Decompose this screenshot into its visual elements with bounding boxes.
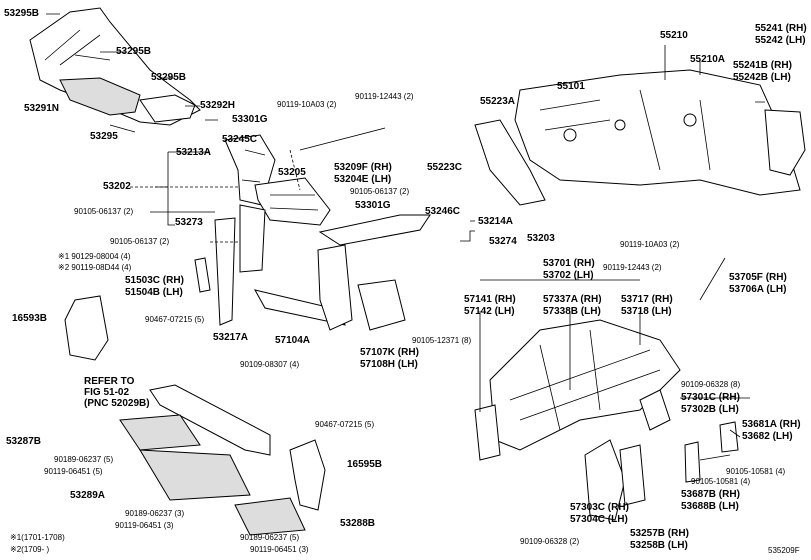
part-label: 57302B (LH) — [681, 404, 739, 415]
part-label: 55241 (RH) — [755, 23, 807, 34]
part-label: ※2 90119-08D44 (4) — [58, 263, 132, 272]
part-label: 53688B (LH) — [681, 501, 739, 512]
part-label: 55101 — [557, 81, 585, 92]
part-label: 55241B (RH) — [733, 60, 792, 71]
part-label: 57108H (LH) — [360, 359, 418, 370]
part-label: 57141 (RH) — [464, 294, 516, 305]
part-label: 53202 — [103, 181, 131, 192]
part-label: 53701 (RH) — [543, 258, 595, 269]
diagram-id: 535209F — [768, 546, 800, 555]
part-label: 53682 (LH) — [742, 431, 793, 442]
part-label: 90189-06237 (5) — [240, 533, 300, 542]
part-label: 90105-06137 (2) — [110, 237, 170, 246]
part-label: 90109-06328 (2) — [520, 537, 580, 546]
part-label: 53295 — [90, 131, 118, 142]
reference-note: FIG 51-02 — [84, 387, 130, 398]
part-label: 53288B — [340, 518, 376, 529]
part-label: 53301G — [232, 114, 268, 125]
part-label: 55242 (LH) — [755, 35, 806, 46]
part-label: 53289A — [70, 490, 106, 501]
part-label: 53705F (RH) — [729, 272, 787, 283]
part-label: 57301C (RH) — [681, 392, 740, 403]
part-label: 57142 (LH) — [464, 306, 515, 317]
part-label: 53274 — [489, 236, 517, 247]
part-label: 53246C — [425, 206, 461, 217]
part-label: 16593B — [12, 313, 48, 324]
part-label: 57303C (RH) — [570, 502, 629, 513]
part-label: 53706A (LH) — [729, 284, 787, 295]
part-label: 53681A (RH) — [742, 419, 801, 430]
part-label: 90109-08307 (4) — [240, 360, 300, 369]
reference-note: REFER TO — [84, 376, 135, 387]
part-label: ※1 90129-08004 (4) — [58, 252, 131, 261]
part-label: 53213A — [176, 147, 212, 158]
part-label: 90119-12443 (2) — [355, 92, 414, 101]
part-label: 90105-10581 (4) — [726, 467, 786, 476]
part-label: 53245C — [222, 134, 258, 145]
part-label: 90467-07215 (5) — [315, 420, 375, 429]
part-label: 53292H — [200, 100, 236, 111]
part-label: 90119-10A03 (2) — [620, 240, 680, 249]
footnote: ※1(1701-1708) — [10, 533, 65, 542]
part-label: 53203 — [527, 233, 555, 244]
part-label: 90105-06137 (2) — [74, 207, 134, 216]
part-label: 53287B — [6, 436, 42, 447]
part-label: 55223C — [427, 162, 463, 173]
part-label: 53291N — [24, 103, 60, 114]
part-label: 90119-06451 (3) — [115, 521, 174, 530]
part-label: 90109-06328 (8) — [681, 380, 741, 389]
part-label: 55223A — [480, 96, 516, 107]
part-label: 90105-06137 (2) — [350, 187, 410, 196]
part-label: 16595B — [347, 459, 383, 470]
reference-note: (PNC 52029B) — [84, 398, 150, 409]
part-label: 53217A — [213, 332, 249, 343]
part-label: 53702 (LH) — [543, 270, 594, 281]
part-label: 53204E (LH) — [334, 174, 392, 185]
part-label: 53717 (RH) — [621, 294, 673, 305]
part-label: 53295B — [116, 46, 152, 57]
part-label: 53214A — [478, 216, 514, 227]
part-label: 90105-10581 (4) — [691, 477, 751, 486]
part-label: 55210 — [660, 30, 688, 41]
part-label: 53718 (LH) — [621, 306, 672, 317]
part-label: 55242B (LH) — [733, 72, 791, 83]
part-label: 51504B (LH) — [125, 287, 183, 298]
part-label: 53295B — [151, 72, 187, 83]
part-label: 90189-06237 (5) — [54, 455, 114, 464]
part-label: 53295B — [4, 8, 40, 19]
part-label: 53273 — [175, 217, 203, 228]
part-label: 90105-12371 (8) — [412, 336, 472, 345]
part-label: 90119-06451 (5) — [44, 467, 103, 476]
part-label: 90467-07215 (5) — [145, 315, 205, 324]
part-label: 57107K (RH) — [360, 347, 419, 358]
part-label: 53258B (LH) — [630, 540, 688, 551]
part-label: 53205 — [278, 167, 306, 178]
part-label: 53687B (RH) — [681, 489, 740, 500]
part-label: 53257B (RH) — [630, 528, 689, 539]
part-label: 55210A — [690, 54, 726, 65]
part-label: 57104A — [275, 335, 311, 346]
part-label: 90119-12443 (2) — [603, 263, 662, 272]
part-label: 53301G — [355, 200, 391, 211]
part-label: 57338B (LH) — [543, 306, 601, 317]
part-label: 53209F (RH) — [334, 162, 392, 173]
part-label: 57304C (LH) — [570, 514, 628, 525]
part-label: 90189-06237 (3) — [125, 509, 185, 518]
part-label: 51503C (RH) — [125, 275, 184, 286]
footnote: ※2(1709- ) — [10, 545, 50, 554]
part-label: 90119-10A03 (2) — [277, 100, 337, 109]
part-label: 90119-06451 (3) — [250, 545, 309, 554]
part-label: 57337A (RH) — [543, 294, 602, 305]
